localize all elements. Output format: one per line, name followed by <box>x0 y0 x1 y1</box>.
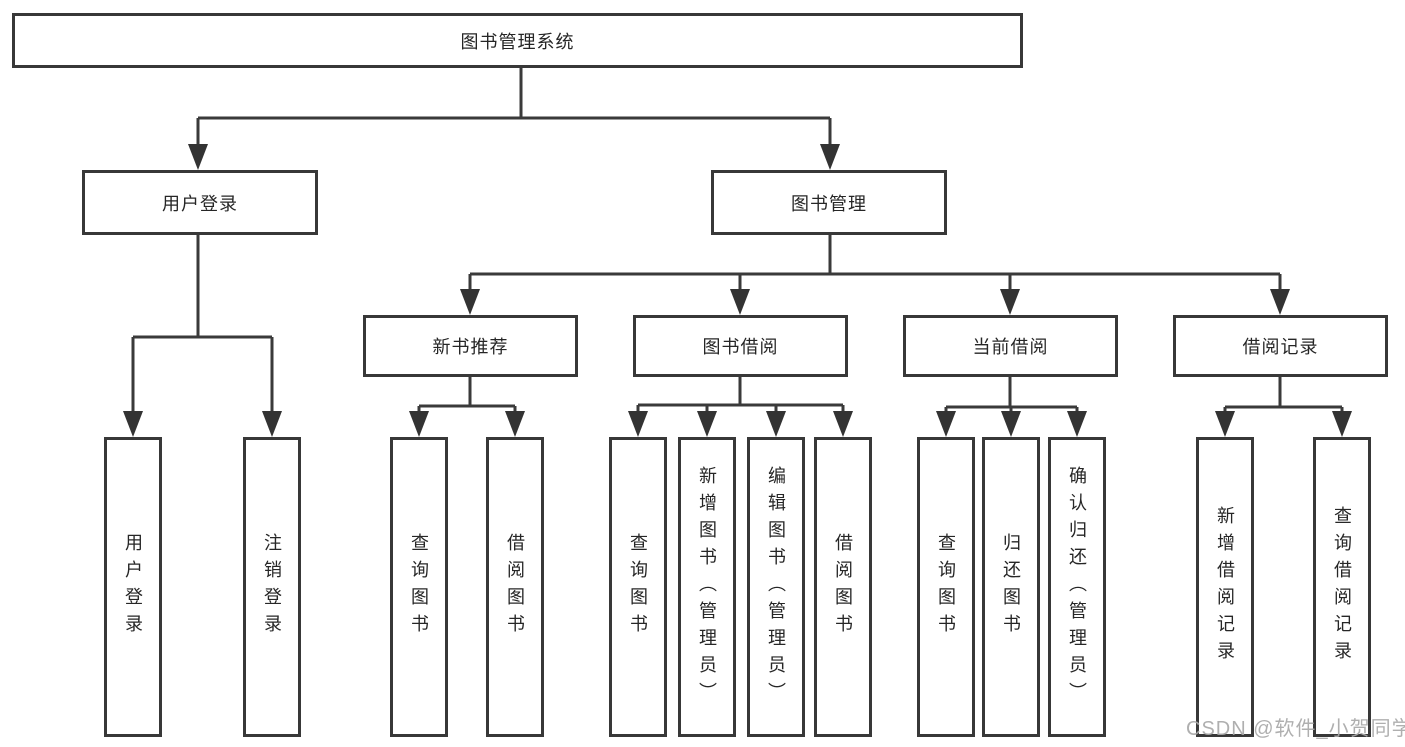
node-leaf-return-book: 归还图书 <box>982 437 1040 737</box>
node-book-management: 图书管理 <box>711 170 947 235</box>
node-current-borrow: 当前借阅 <box>903 315 1118 377</box>
node-leaf-query-book-1: 查询图书 <box>390 437 448 737</box>
node-new-book-recommend: 新书推荐 <box>363 315 578 377</box>
node-leaf-borrow-book-2: 借阅图书 <box>814 437 872 737</box>
node-borrow-record: 借阅记录 <box>1173 315 1388 377</box>
node-library-management-system: 图书管理系统 <box>12 13 1023 68</box>
node-book-borrow: 图书借阅 <box>633 315 848 377</box>
node-leaf-user-login: 用户登录 <box>104 437 162 737</box>
node-leaf-confirm-return-admin: 确认归还（管理员） <box>1048 437 1106 737</box>
node-leaf-query-book-2: 查询图书 <box>609 437 667 737</box>
node-leaf-query-book-3: 查询图书 <box>917 437 975 737</box>
node-leaf-borrow-book-1: 借阅图书 <box>486 437 544 737</box>
node-user-login: 用户登录 <box>82 170 318 235</box>
node-leaf-logout: 注销登录 <box>243 437 301 737</box>
node-leaf-add-borrow-record: 新增借阅记录 <box>1196 437 1254 737</box>
node-leaf-query-borrow-record: 查询借阅记录 <box>1313 437 1371 737</box>
csdn-watermark: CSDN @软件_小贺同学 <box>1186 718 1405 740</box>
node-leaf-add-book-admin: 新增图书（管理员） <box>678 437 736 737</box>
node-leaf-edit-book-admin: 编辑图书（管理员） <box>747 437 805 737</box>
